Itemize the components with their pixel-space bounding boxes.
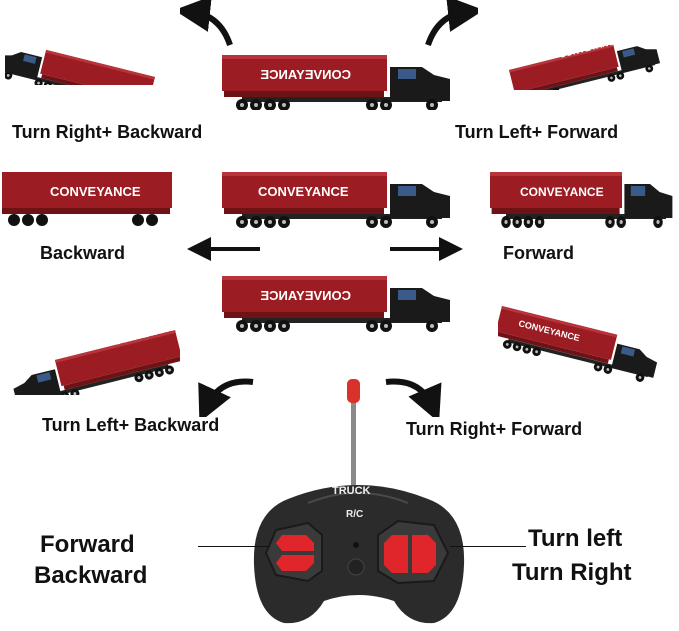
trailer-brand: CONVEYANCE (90, 37, 153, 62)
truck-forward-right: CONVEYANCE (490, 172, 675, 230)
arrow-left-icon (187, 237, 260, 261)
label-turn-right-forward: Turn Right+ Forward (406, 419, 583, 439)
curved-arrow-down-right-icon (385, 378, 442, 417)
remote-body (253, 485, 465, 624)
forward-button[interactable] (276, 535, 314, 551)
curved-arrow-right-icon (425, 0, 478, 47)
remote-control: TRUCK R/C (248, 375, 470, 631)
turn-left-button[interactable] (384, 535, 408, 573)
label-backward: Backward (40, 243, 126, 263)
truck-angled-right-bottom: CONVEYANCE (498, 298, 673, 393)
label-remote-backward: Backward (34, 562, 148, 589)
right-stick-pad[interactable] (377, 519, 450, 585)
curved-arrow-left-icon (180, 0, 233, 47)
label-remote-turn-left: Turn left (528, 525, 623, 552)
truck-center-middle: CONVEYANCE (222, 172, 460, 230)
arrow-right-icon (390, 237, 463, 261)
label-turn-right-backward: Turn Right+ Backward (12, 122, 203, 142)
antenna (351, 393, 356, 489)
truck-angled-left-bottom: CONVEYANCE (0, 300, 180, 395)
left-stick-pad[interactable] (264, 521, 323, 583)
antenna-tip (347, 379, 360, 403)
truck-angled-left-top: CONVEYANCE (5, 5, 160, 85)
trailer-brand: CONVEYANCE (520, 185, 604, 199)
power-switch[interactable] (347, 558, 365, 576)
label-forward: Forward (503, 243, 575, 263)
turn-right-button[interactable] (412, 535, 436, 573)
remote-label-rc: R/C (346, 509, 364, 520)
truck-backward-left: CONVEYANCE (0, 172, 175, 230)
label-turn-left-forward: Turn Left+ Forward (455, 122, 619, 142)
leader-line-right (450, 546, 526, 547)
trailer-brand: CONVEYANCE (50, 184, 141, 199)
label-remote-turn-right: Turn Right (512, 559, 632, 586)
truck-angled-right-top: CONVEYANCE (505, 10, 660, 90)
leader-line-left (198, 546, 270, 547)
trailer-brand: CONVEYANCE (260, 67, 351, 82)
backward-button[interactable] (276, 555, 314, 571)
trailer-brand: CONVEYANCE (258, 184, 349, 199)
label-remote-forward: Forward (40, 531, 135, 558)
remote-label-truck: TRUCK (332, 485, 371, 497)
label-turn-left-backward: Turn Left+ Backward (42, 415, 220, 435)
curved-arrow-down-left-icon (198, 378, 254, 417)
trailer-brand: CONVEYANCE (260, 288, 351, 303)
truck-center-bottom: CONVEYANCE (222, 276, 460, 334)
truck-center-top: CONVEYANCE (222, 55, 450, 110)
indicator-dot (353, 542, 359, 548)
